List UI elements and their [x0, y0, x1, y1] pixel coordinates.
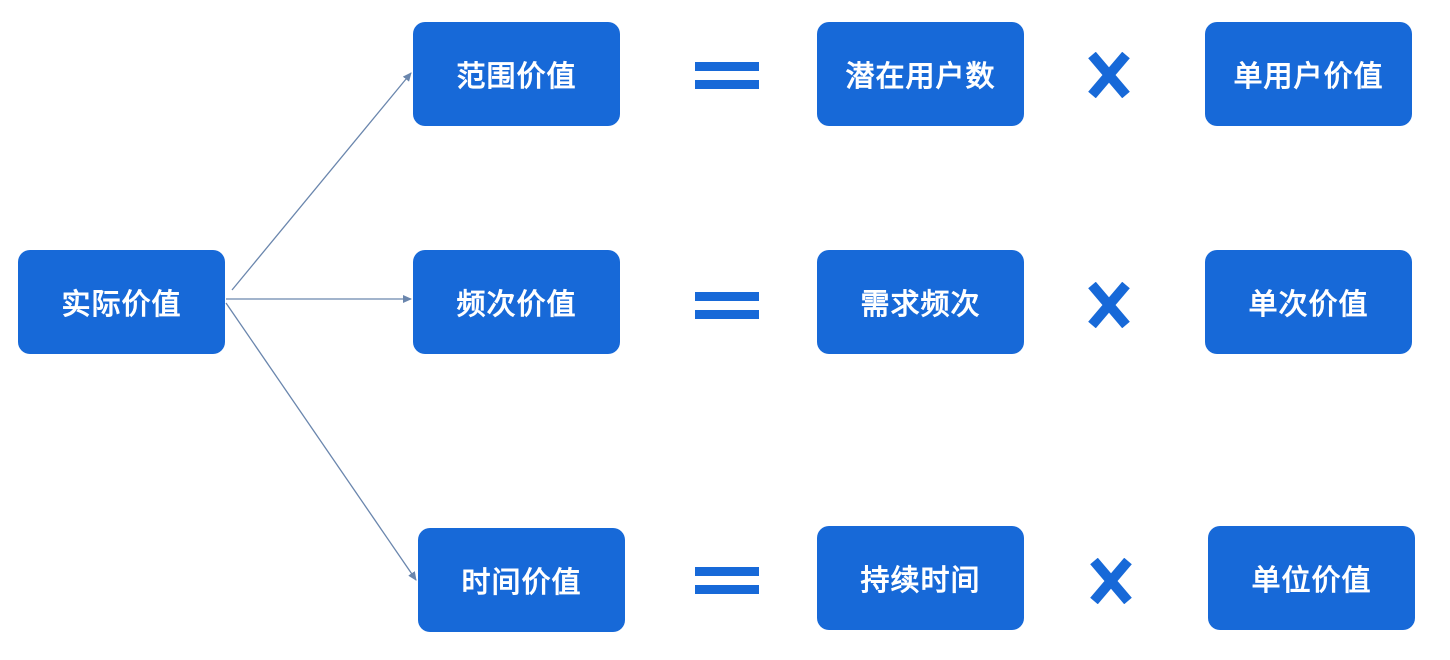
potential-users-node: 潜在用户数	[817, 22, 1024, 126]
scope-value-label: 范围价值	[456, 59, 577, 93]
frequency-value-label: 频次价值	[456, 287, 577, 321]
arrow-to-scope-value	[231, 72, 412, 291]
demand-frequency-label: 需求频次	[860, 287, 981, 321]
equals-icon	[695, 292, 759, 320]
multiply-icon	[1088, 52, 1130, 98]
unit-value-label: 单位价值	[1251, 563, 1372, 597]
per-use-value-label: 单次价值	[1248, 287, 1369, 321]
multiply-icon	[1090, 558, 1132, 604]
demand-frequency-node: 需求频次	[817, 250, 1024, 354]
scope-value-node: 范围价值	[413, 22, 620, 126]
actual-value-label: 实际价值	[61, 287, 182, 321]
per-user-value-node: 单用户价值	[1205, 22, 1412, 126]
per-user-value-label: 单用户价值	[1233, 59, 1384, 93]
per-use-value-node: 单次价值	[1205, 250, 1412, 354]
time-value-label: 时间价值	[461, 565, 582, 599]
potential-users-label: 潜在用户数	[845, 59, 996, 93]
arrow-to-time-value	[225, 302, 417, 581]
time-value-node: 时间价值	[418, 528, 625, 632]
actual-value-node: 实际价值	[18, 250, 225, 354]
multiply-icon	[1088, 282, 1130, 328]
duration-label: 持续时间	[860, 563, 981, 597]
frequency-value-node: 频次价值	[413, 250, 620, 354]
duration-node: 持续时间	[817, 526, 1024, 630]
unit-value-node: 单位价值	[1208, 526, 1415, 630]
equals-icon	[695, 567, 759, 595]
equals-icon	[695, 62, 759, 90]
